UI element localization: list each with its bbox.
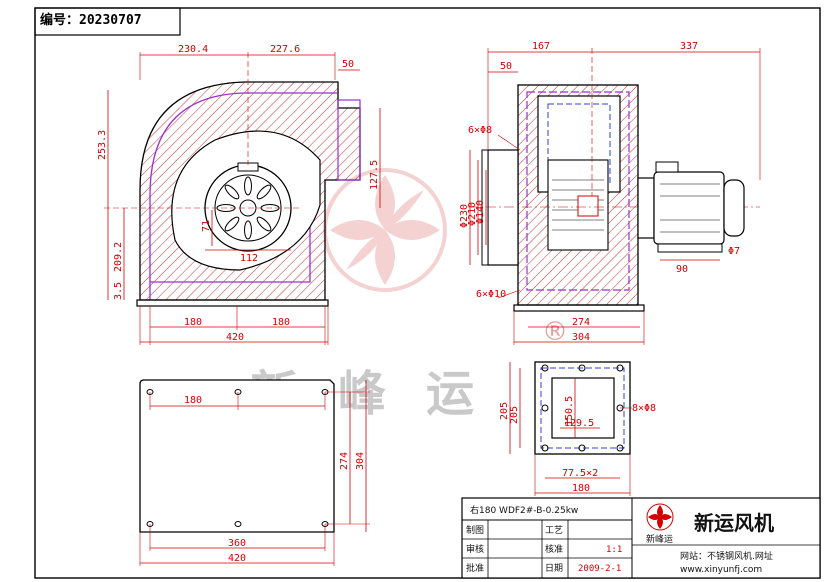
front-outlet-flange bbox=[337, 99, 361, 181]
title-model: 右180 WDF2#-B-0.25kw bbox=[470, 504, 578, 516]
side-dim-top-left: 167 bbox=[532, 41, 550, 52]
front-view: 230.4 227.6 50 253.3 209.2 3.5 127.5 71 … bbox=[97, 44, 381, 345]
flange-dim-left-outer: 205 bbox=[499, 402, 510, 420]
flange-holes bbox=[541, 364, 624, 452]
front-dim-right: 127.5 bbox=[369, 160, 380, 190]
watermark-registered: ® bbox=[542, 317, 568, 347]
title-row-1-label2: 工艺 bbox=[545, 525, 563, 536]
watermark-logo bbox=[323, 168, 447, 292]
title-row-2-label: 审核 bbox=[466, 543, 484, 555]
plate-dim-right-outer: 304 bbox=[355, 452, 366, 470]
motor-dim-hole: Φ7 bbox=[728, 246, 740, 257]
front-dim-bottom-left: 180 bbox=[184, 317, 202, 328]
flange-dim-bottom-total: 180 bbox=[572, 483, 590, 494]
company-logo-text: 新峰运 bbox=[646, 533, 673, 545]
title-row-3-value: 2009-2-1 bbox=[578, 564, 621, 574]
side-dim-top-right: 337 bbox=[680, 41, 698, 52]
side-hole-bottom: 6×Φ10 bbox=[476, 289, 506, 300]
front-dim-hub-height: 71 bbox=[201, 220, 212, 232]
title-block: 右180 WDF2#-B-0.25kw 制图 工艺 审核 核准 1:1 批准 日… bbox=[461, 497, 821, 579]
company-logo bbox=[646, 503, 674, 531]
flange-dim-left-inner: 205 bbox=[509, 406, 520, 424]
flange-dim-inner-width: 129.5 bbox=[564, 418, 594, 429]
side-hole-top: 6×Φ8 bbox=[468, 125, 492, 136]
header-box bbox=[34, 7, 181, 36]
base-plate-view: 180 274 304 360 420 bbox=[139, 379, 370, 566]
front-dim-top-right: 227.6 bbox=[270, 44, 300, 55]
title-row-3-label: 批准 bbox=[466, 562, 484, 574]
company-website-label: 网站：不锈钢风机.网址 bbox=[680, 550, 773, 562]
side-inner-outline bbox=[526, 91, 630, 291]
flange-opening bbox=[551, 377, 615, 439]
motor-flange bbox=[637, 177, 655, 239]
motor-body bbox=[653, 171, 725, 245]
company-name: 新运风机 bbox=[694, 511, 774, 535]
side-inlet-collar bbox=[487, 149, 519, 266]
title-row-3-label2: 日期 bbox=[545, 563, 563, 574]
base-plate-outline bbox=[139, 379, 335, 533]
title-row-2-value: 1:1 bbox=[606, 545, 622, 555]
front-dim-hub-width: 112 bbox=[240, 253, 258, 264]
front-dim-left-upper: 253.3 bbox=[97, 130, 108, 160]
flange-dim-bottom-pitch: 77.5×2 bbox=[562, 468, 598, 479]
title-row-1-label: 制图 bbox=[466, 524, 484, 536]
side-dia-mid: Φ210 bbox=[467, 202, 478, 226]
flange-dim-inner-height: 150.5 bbox=[564, 396, 575, 426]
motor-end-cap bbox=[723, 179, 745, 237]
side-dim-inlet: 50 bbox=[500, 61, 512, 72]
flange-holes-label: 8×Φ8 bbox=[632, 403, 656, 414]
front-dim-bottom-total: 420 bbox=[226, 332, 244, 343]
side-dia-inner: Φ140 bbox=[475, 200, 486, 224]
front-base bbox=[136, 299, 329, 307]
front-dim-left-lower: 209.2 bbox=[113, 242, 124, 272]
front-dim-bottom-right: 180 bbox=[272, 317, 290, 328]
side-inlet-flange bbox=[481, 149, 489, 266]
title-row-2-label2: 核准 bbox=[545, 543, 563, 555]
plate-dim-bottom-inner: 360 bbox=[228, 538, 246, 549]
motor-junction-box bbox=[655, 161, 679, 173]
front-dim-top-left: 230.4 bbox=[178, 44, 208, 55]
front-dim-outlet: 50 bbox=[342, 59, 354, 70]
flange-view: 205 205 150.5 129.5 8×Φ8 77.5×2 180 bbox=[499, 361, 656, 496]
side-dim-base-outer: 304 bbox=[572, 332, 590, 343]
side-view: 167 337 50 6×Φ8 Φ230 Φ210 Φ140 6×Φ10 90 … bbox=[459, 41, 761, 345]
front-dim-left-bottom: 3.5 bbox=[113, 282, 124, 300]
sheet-border bbox=[34, 7, 821, 579]
drawing-number: 编号：20230707 bbox=[40, 13, 142, 28]
plate-dim-bottom-outer: 420 bbox=[228, 553, 246, 564]
motor-dim-foot: 90 bbox=[676, 264, 688, 275]
plate-dim-right-inner: 274 bbox=[339, 452, 350, 470]
plate-dim-top: 180 bbox=[184, 395, 202, 406]
side-shaft-hub bbox=[577, 195, 599, 217]
side-dim-base-inner: 274 bbox=[572, 317, 590, 328]
side-dia-outer: Φ230 bbox=[459, 204, 470, 228]
motor-foot bbox=[657, 243, 723, 253]
side-base-plate bbox=[513, 304, 645, 312]
company-url: www.xinyunfj.com bbox=[680, 565, 762, 575]
